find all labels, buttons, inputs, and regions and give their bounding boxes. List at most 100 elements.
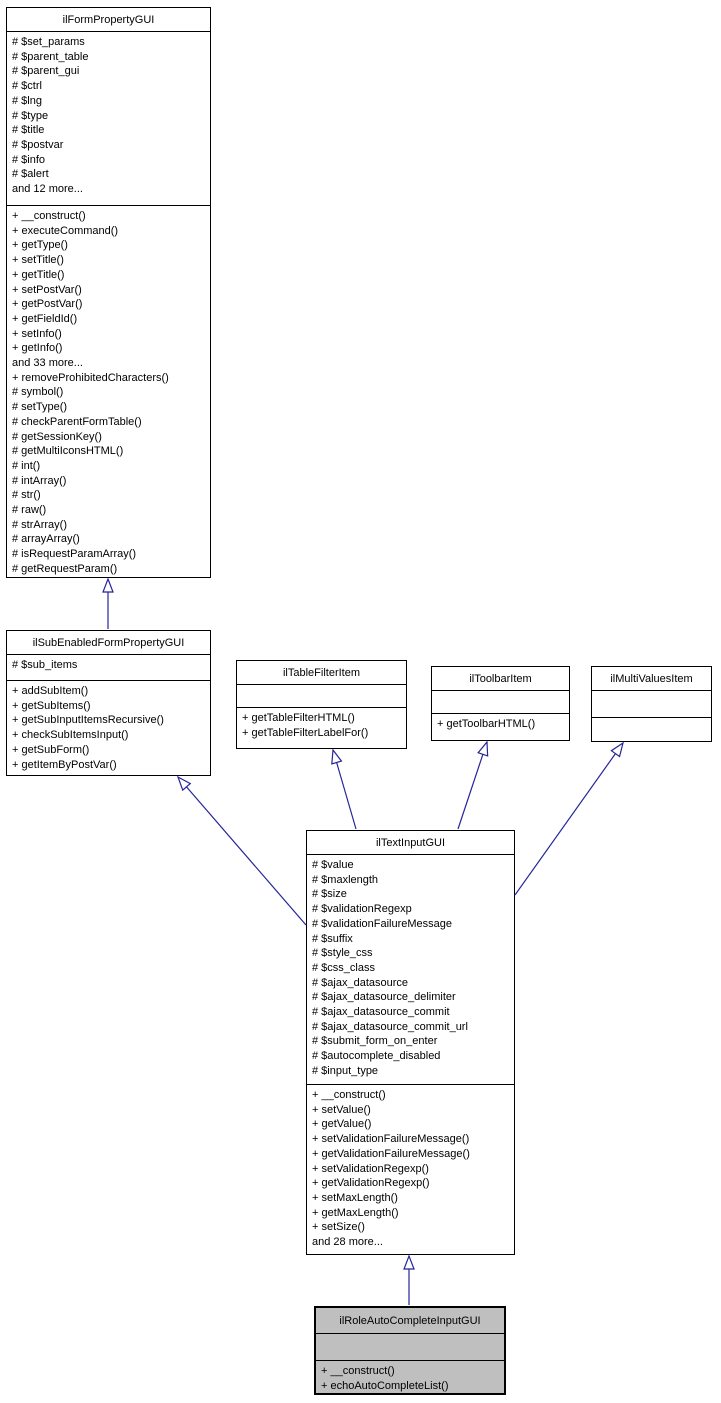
class-methods-section	[592, 717, 711, 741]
class-method: # getSessionKey()	[12, 430, 102, 443]
class-box-ilToolbarItem[interactable]: ilToolbarItem + getToolbarHTML()	[431, 666, 570, 741]
class-box-ilMultiValuesItem[interactable]: ilMultiValuesItem	[591, 666, 712, 742]
class-attribute: # $suffix	[312, 932, 353, 945]
class-attribute: # $type	[12, 109, 49, 122]
class-attribute: # $ctrl	[12, 80, 42, 93]
class-method: + addSubItem()	[12, 685, 89, 697]
class-method: + getMaxLength()	[312, 1206, 399, 1219]
class-method: + __construct()	[312, 1089, 386, 1101]
class-method: + getTableFilterHTML()	[242, 712, 355, 724]
class-attribute: # $ajax_datasource_commit_url	[312, 1020, 468, 1033]
class-method: + getValue()	[312, 1118, 372, 1131]
class-method: + getTitle()	[12, 268, 65, 281]
class-methods-section: + getTableFilterHTML() + getTableFilterLa…	[237, 707, 406, 748]
class-method: + setInfo()	[12, 327, 62, 340]
class-title: ilToolbarItem	[432, 667, 569, 691]
class-attributes-section	[432, 691, 569, 713]
class-box-ilTableFilterItem[interactable]: ilTableFilterItem+ getTableFilterHTML()+…	[236, 660, 407, 749]
class-method: # intArray()	[12, 474, 67, 487]
class-attribute: # $parent_table	[12, 50, 89, 63]
class-method: + echoAutoCompleteList()	[321, 1379, 449, 1392]
class-box-ilFormPropertyGUI[interactable]: ilFormPropertyGUI # $set_params # $parent_…	[6, 7, 211, 578]
class-attribute: # $size	[312, 888, 347, 901]
class-attribute: # $autocomplete_disabled	[312, 1050, 441, 1063]
class-attribute: # $parent_gui	[12, 65, 80, 78]
class-method: + __construct()	[321, 1365, 395, 1377]
class-method: + setValue()	[312, 1103, 371, 1116]
class-method: + getType()	[12, 239, 68, 252]
class-method: and 33 more...	[12, 357, 83, 370]
class-box-ilTextInputGUI[interactable]: ilTextInputGUI # $value # $maxlength # $siz…	[306, 830, 515, 1255]
class-method: # getRequestParam()	[12, 562, 118, 575]
class-method: # arrayArray()	[12, 533, 80, 546]
class-method: + getSubForm()	[12, 743, 90, 756]
class-attributes-section: # $set_params # $parent_table # $parent_gu…	[7, 32, 210, 205]
class-method: + getFieldId()	[12, 312, 78, 325]
class-method: + getValidationRegexp()	[312, 1177, 430, 1190]
class-attribute: # $submit_form_on_enter	[312, 1035, 438, 1048]
class-attribute: # $validationFailureMessage	[312, 917, 453, 930]
class-attributes-section: # $value # $maxlength # $size # $validation…	[307, 855, 514, 1084]
class-method: + getItemByPostVar()	[12, 758, 117, 771]
class-method: + __construct()	[12, 210, 86, 222]
class-attribute: # $input_type	[312, 1064, 379, 1077]
class-method: # setType()	[12, 401, 68, 414]
class-attribute: # $lng	[12, 94, 42, 107]
class-method: # strArray()	[12, 518, 67, 531]
class-box-ilSubEnabledFormPropertyGUI[interactable]: ilSubEnabledFormPropertyGUI # $sub_items +…	[6, 630, 211, 776]
class-method: + setPostVar()	[12, 283, 82, 296]
class-attribute: # $sub_items	[12, 659, 78, 671]
class-method: + setSize()	[312, 1221, 365, 1234]
class-box-ilRoleAutoCompleteInputGUI[interactable]: ilRoleAutoCompleteInputGUI + __construct(…	[314, 1306, 506, 1395]
class-attributes-section	[592, 691, 711, 717]
class-method: + setValidationFailureMessage()	[312, 1133, 470, 1146]
class-attribute: # $css_class	[312, 961, 375, 974]
class-attribute: # $title	[12, 124, 45, 137]
class-attribute: # $maxlength	[312, 873, 379, 886]
class-method: + getSubItems()	[12, 699, 91, 712]
class-attribute: and 12 more...	[12, 183, 83, 196]
class-method: + removeProhibitedCharacters()	[12, 371, 169, 384]
class-title: ilRoleAutoCompleteInputGUI	[316, 1308, 504, 1334]
class-attribute: # $validationRegexp	[312, 903, 412, 916]
class-method: + getInfo()	[12, 342, 63, 355]
class-method: # checkParentFormTable()	[12, 415, 142, 428]
class-attributes-section: # $sub_items	[7, 655, 210, 680]
class-methods-section: + __construct() + echoAutoCompleteList()	[316, 1360, 504, 1393]
class-title: ilFormPropertyGUI	[7, 8, 210, 32]
class-method: # raw()	[12, 504, 47, 517]
class-method: # isRequestParamArray()	[12, 548, 137, 561]
class-method: + getSubInputItemsRecursive()	[12, 714, 164, 727]
class-attribute: # $postvar	[12, 138, 64, 151]
class-attribute: # $ajax_datasource_commit	[312, 1006, 450, 1019]
class-methods-section: + __construct() + setValue() + getValue() +…	[307, 1084, 514, 1254]
class-method: # int()	[12, 459, 41, 472]
class-method: # getMultiIconsHTML()	[12, 445, 124, 458]
class-attribute: # $info	[12, 153, 46, 166]
class-method: + getValidationFailureMessage()	[312, 1147, 470, 1160]
class-method: + setValidationRegexp()	[312, 1162, 429, 1175]
class-title: ilTextInputGUI	[307, 831, 514, 855]
class-attributes-section	[316, 1334, 504, 1360]
class-method: + getTableFilterLabelFor()	[242, 726, 369, 739]
class-method: + setMaxLength()	[312, 1191, 398, 1204]
class-method: + checkSubItemsInput()	[12, 729, 129, 742]
class-title: ilMultiValuesItem	[592, 667, 711, 691]
class-attribute: # $ajax_datasource_delimiter	[312, 991, 456, 1004]
class-attribute: # $ajax_datasource	[312, 976, 409, 989]
class-methods-section: + getToolbarHTML()	[432, 713, 569, 740]
class-attribute: # $set_params	[12, 36, 85, 48]
class-method: + executeCommand()	[12, 224, 119, 237]
class-methods-section: + addSubItem() + getSubItems() + getSubInp…	[7, 680, 210, 775]
class-attributes-section	[237, 685, 406, 707]
class-attribute: # $style_css	[312, 947, 373, 960]
class-attribute: # $alert	[12, 168, 49, 181]
class-method: + getPostVar()	[12, 298, 83, 311]
class-method: # symbol()	[12, 386, 64, 399]
class-title: ilSubEnabledFormPropertyGUI	[7, 631, 210, 655]
class-attribute: # $value	[312, 859, 354, 871]
class-method: # str()	[12, 489, 41, 502]
class-methods-section: + __construct() + executeCommand() + getTy…	[7, 205, 210, 577]
class-method: + setTitle()	[12, 254, 64, 267]
